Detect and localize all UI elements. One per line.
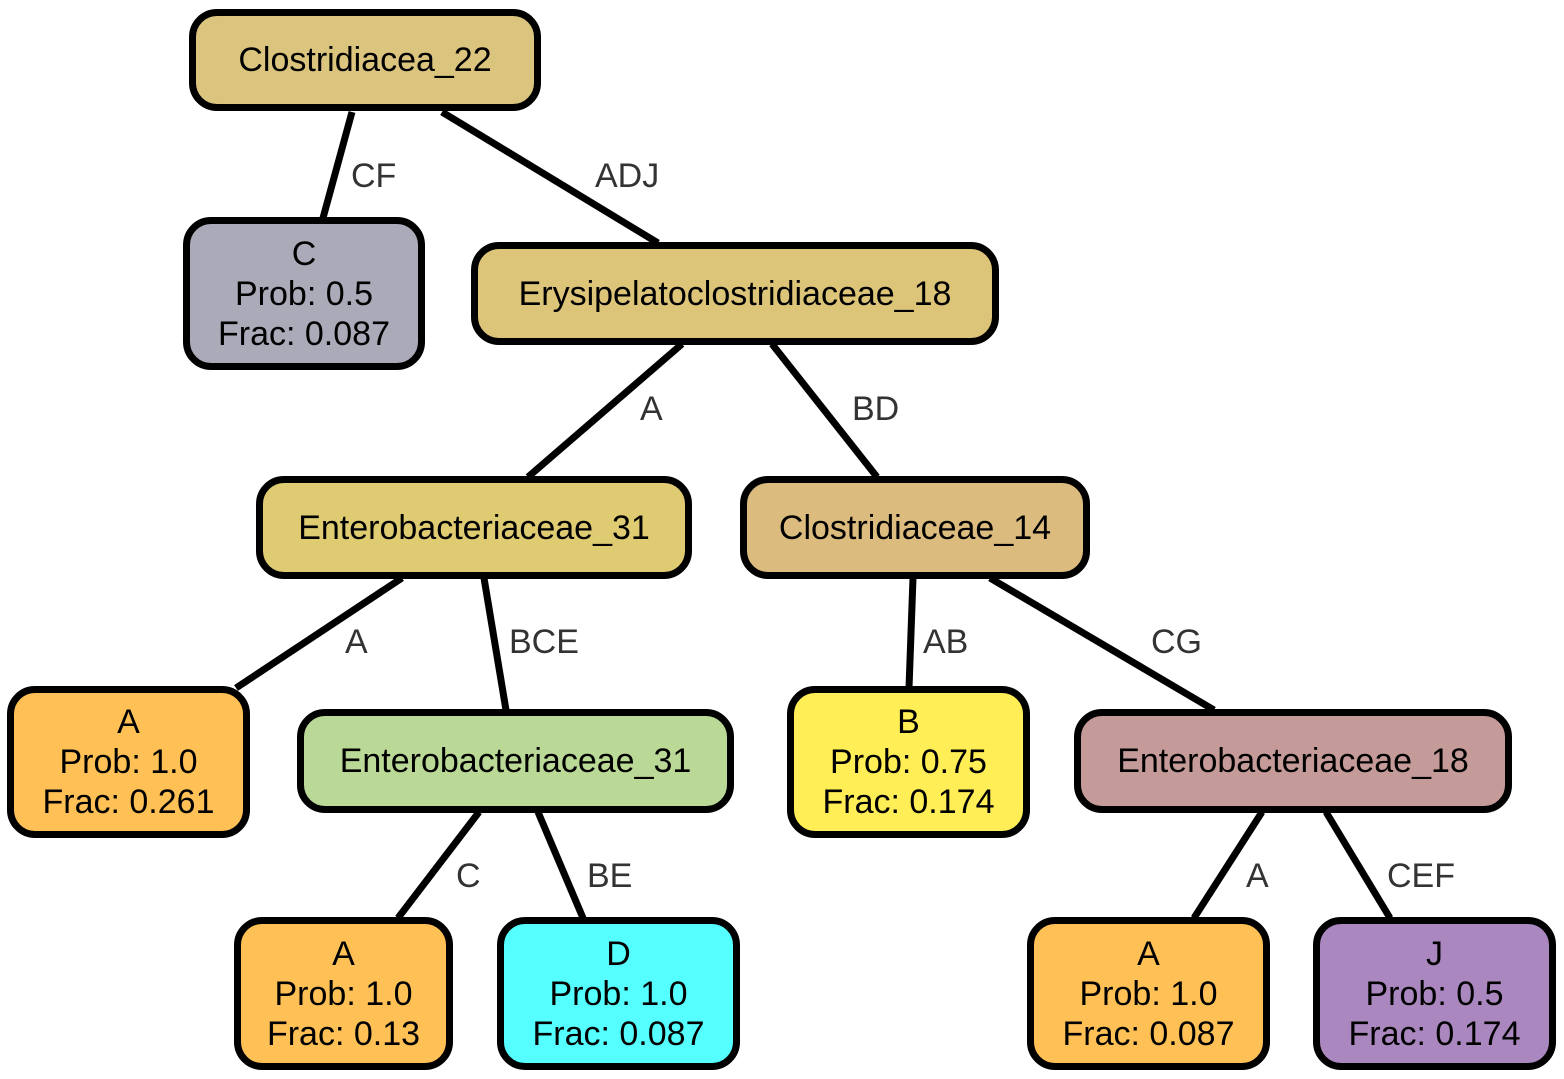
leaf-node-b: B Prob: 0.75 Frac: 0.174 [787, 686, 1030, 838]
node-root-label: Clostridiacea_22 [238, 41, 492, 79]
edge-label-entero31b-leafd: BE [587, 857, 633, 895]
edge-label-root-erysipelato: ADJ [595, 157, 660, 195]
leaf-prob: Prob: 0.5 [235, 274, 373, 313]
edge-label-entero31b-leafa2: C [456, 857, 481, 895]
edge-entero31a-leafa1 [234, 575, 404, 691]
leaf-class-label: C [291, 234, 317, 273]
leaf-prob: Prob: 1.0 [1079, 974, 1218, 1013]
leaf-frac: Frac: 0.174 [1348, 1014, 1521, 1053]
leaf-node-a-3: A Prob: 1.0 Frac: 0.087 [1027, 917, 1270, 1070]
leaf-node-c: C Prob: 0.5 Frac: 0.087 [183, 217, 425, 370]
node-entero31a-label: Enterobacteriaceae_31 [298, 508, 650, 547]
leaf-frac: Frac: 0.13 [266, 1014, 421, 1053]
edge-entero31b-leafd [534, 810, 587, 920]
edge-root-erysipelato [440, 109, 660, 246]
edge-erysipelato-clostridiaceae14 [769, 341, 880, 480]
edge-label-entero18-leafj: CEF [1387, 857, 1455, 895]
node-enterobacteriaceae-31-b: Enterobacteriaceae_31 [297, 709, 734, 813]
edge-label-entero18-leafa3: A [1246, 857, 1269, 895]
edge-entero18-leafj [1323, 810, 1393, 920]
leaf-class-label: A [117, 703, 140, 741]
edge-label-erysipelato-clostridiaceae14: BD [852, 390, 900, 428]
leaf-frac: Frac: 0.087 [1062, 1014, 1235, 1053]
leaf-class-label: B [897, 703, 920, 741]
edge-root-c [319, 111, 356, 219]
leaf-class-label: A [1137, 934, 1160, 973]
node-clostridiaceae-14: Clostridiaceae_14 [740, 476, 1090, 579]
edge-label-clostridiaceae14-leafb: AB [923, 623, 969, 661]
leaf-prob: Prob: 1.0 [274, 974, 413, 1013]
node-entero31b-label: Enterobacteriaceae_31 [339, 742, 692, 780]
leaf-frac: Frac: 0.087 [532, 1014, 705, 1053]
edge-label-clostridiaceae14-entero18: CG [1151, 623, 1202, 661]
edge-erysipelato-entero31a [525, 341, 685, 480]
edge-clostridiaceae14-leafb [905, 577, 917, 689]
leaf-prob: Prob: 0.5 [1365, 974, 1504, 1013]
edge-label-erysipelato-entero31a: A [640, 390, 663, 428]
leaf-frac: Frac: 0.174 [822, 783, 995, 821]
leaf-node-a-2: A Prob: 1.0 Frac: 0.13 [234, 917, 453, 1070]
node-enterobacteriaceae-18: Enterobacteriaceae_18 [1074, 709, 1512, 813]
leaf-node-a-1: A Prob: 1.0 Frac: 0.261 [7, 686, 250, 838]
leaf-prob: Prob: 1.0 [549, 974, 688, 1013]
edge-entero31b-leafa2 [395, 809, 482, 921]
node-erysipelato-label: Erysipelatoclostridiaceae_18 [518, 274, 952, 313]
edge-entero18-leafa3 [1191, 810, 1265, 920]
edge-entero31a-entero31b [480, 577, 510, 711]
node-clostridiaceae14-label: Clostridiaceae_14 [778, 508, 1052, 547]
edge-label-entero31a-leafa1: A [345, 623, 368, 661]
leaf-prob: Prob: 0.75 [830, 743, 987, 781]
leaf-prob: Prob: 1.0 [59, 743, 198, 781]
leaf-frac: Frac: 0.261 [42, 783, 215, 821]
edge-label-root-c: CF [351, 157, 397, 195]
leaf-class-label: A [332, 934, 355, 973]
leaf-node-j: J Prob: 0.5 Frac: 0.174 [1313, 917, 1556, 1070]
node-entero18-label: Enterobacteriaceae_18 [1117, 742, 1469, 780]
leaf-class-label: D [606, 934, 631, 973]
leaf-class-label: J [1426, 934, 1443, 973]
edge-label-entero31a-entero31b: BCE [509, 623, 579, 661]
node-root: Clostridiacea_22 [189, 9, 541, 111]
edge-clostridiaceae14-entero18 [988, 574, 1216, 714]
node-erysipelatoclostridiaceae-18: Erysipelatoclostridiaceae_18 [471, 242, 999, 345]
leaf-node-d: D Prob: 1.0 Frac: 0.087 [497, 917, 740, 1070]
leaf-frac: Frac: 0.087 [218, 314, 390, 353]
node-enterobacteriaceae-31-a: Enterobacteriaceae_31 [256, 476, 692, 579]
